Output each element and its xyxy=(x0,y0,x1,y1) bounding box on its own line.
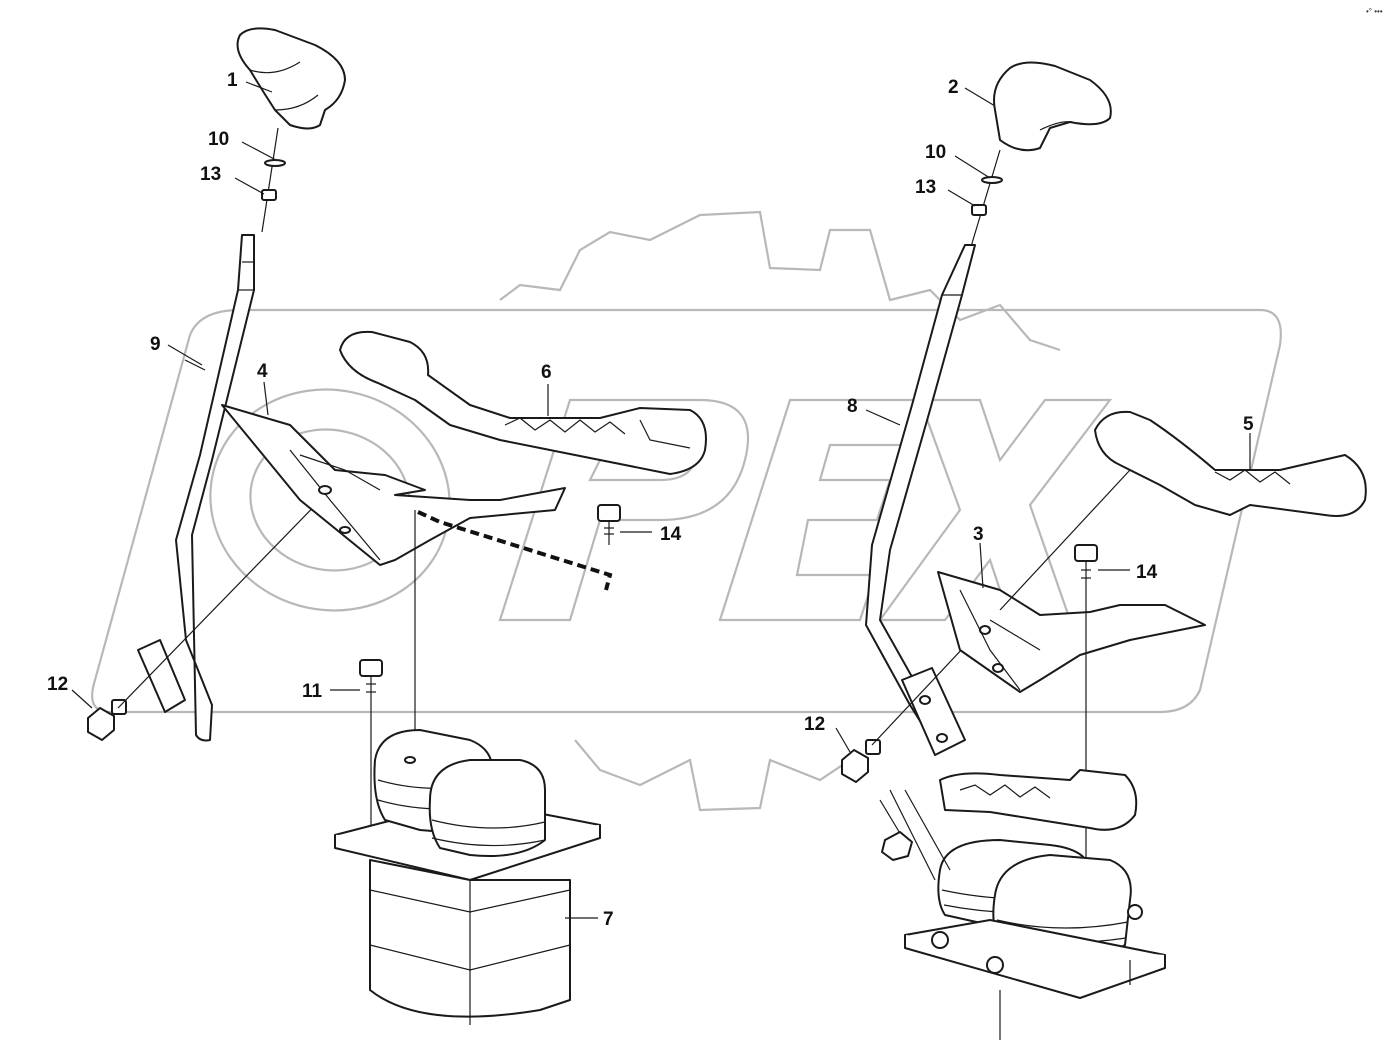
right-washer xyxy=(981,176,1003,184)
pilot-valve xyxy=(334,729,601,1025)
left-nut xyxy=(261,189,277,201)
left-rod-plate xyxy=(137,639,186,713)
callout-6: 6 xyxy=(541,362,552,383)
callout-14-left: 14 xyxy=(660,524,682,545)
callout-13-left: 13 xyxy=(200,164,221,185)
callout-13-right: 13 xyxy=(915,177,936,198)
left-screw xyxy=(597,504,621,545)
left-lever-rod xyxy=(175,234,255,742)
left-pivot-bolt xyxy=(87,707,115,741)
callout-1: 1 xyxy=(227,70,238,91)
left-washer xyxy=(264,159,286,167)
callout-14-right: 14 xyxy=(1136,562,1158,583)
watermark-gear xyxy=(499,210,1061,812)
corner-mark: •° ••• xyxy=(1366,7,1383,16)
callout-7: 7 xyxy=(603,909,614,930)
right-rod-plate xyxy=(901,667,966,756)
left-dashed-leader xyxy=(417,510,613,591)
callout-12-left: 12 xyxy=(47,674,68,695)
watermark xyxy=(91,210,1282,812)
left-lever-knob xyxy=(236,27,346,130)
callout-10-right: 10 xyxy=(925,142,946,163)
right-assembly xyxy=(841,61,1367,1040)
bolt xyxy=(359,659,383,845)
watermark-ring xyxy=(91,308,1282,714)
leader-lines xyxy=(71,81,1251,919)
callout-labels: 1 2 10 13 10 13 9 4 6 8 5 3 14 14 12 11 … xyxy=(47,7,1383,930)
callout-12-right: 12 xyxy=(804,714,825,735)
right-lower-assembly xyxy=(879,769,1166,1040)
callout-10-left: 10 xyxy=(208,129,229,150)
callout-8: 8 xyxy=(847,396,858,417)
callout-9: 9 xyxy=(150,334,161,355)
right-pedal xyxy=(1094,410,1367,517)
callout-4: 4 xyxy=(257,361,268,382)
right-lever-knob xyxy=(993,61,1112,152)
right-bracket xyxy=(937,571,1206,693)
left-pedal xyxy=(339,330,707,475)
right-pivot-bolt xyxy=(841,749,869,783)
left-bracket xyxy=(221,404,566,566)
callout-5: 5 xyxy=(1243,414,1254,435)
left-assembly xyxy=(87,27,707,1025)
right-nut xyxy=(971,204,987,216)
callout-11: 11 xyxy=(302,681,323,702)
callout-3: 3 xyxy=(973,524,984,545)
callout-2: 2 xyxy=(948,77,959,98)
